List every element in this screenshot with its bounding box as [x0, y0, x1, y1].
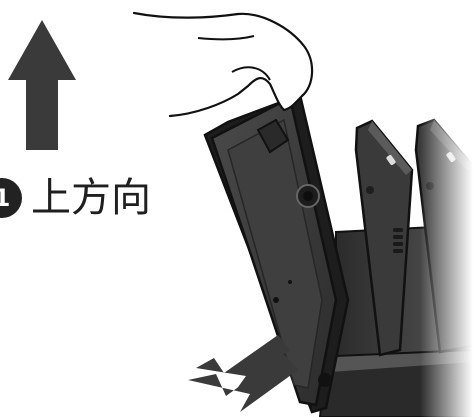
step-number: 1	[0, 178, 22, 218]
hand-icon	[132, 11, 314, 118]
docking-station-icon	[318, 110, 473, 417]
step-marker: 1	[0, 178, 22, 218]
arrow-up-icon	[8, 20, 76, 150]
tablet-icon	[203, 93, 350, 414]
caption-text: 上方向	[31, 175, 151, 221]
arrow-down-left-icon	[188, 335, 298, 412]
caption: 1 上方向	[0, 173, 151, 223]
